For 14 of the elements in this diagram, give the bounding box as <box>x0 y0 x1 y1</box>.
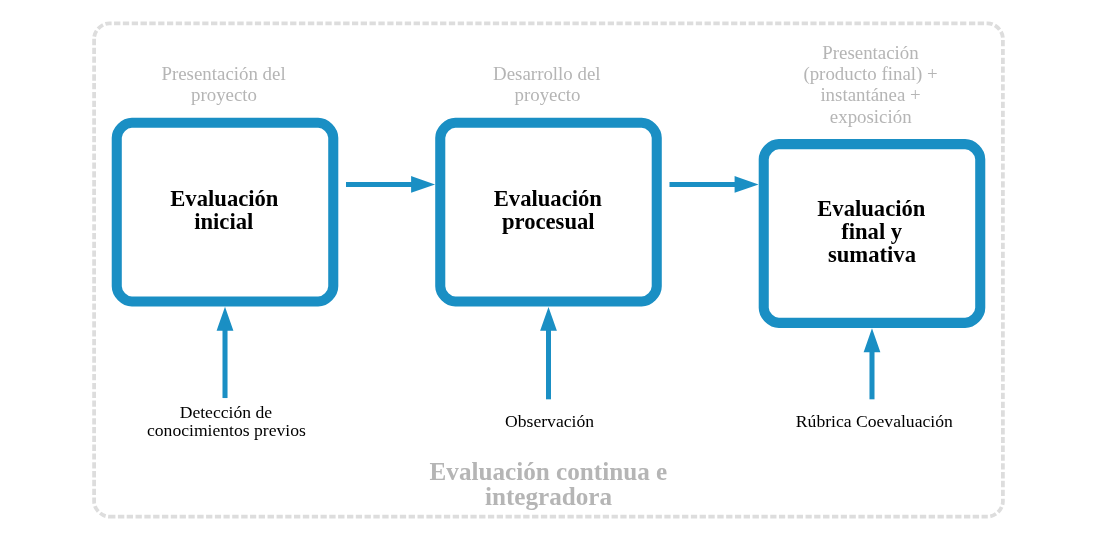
node-label: Presentación (producto final) + instantánea + exposición <box>803 41 938 127</box>
arrow <box>346 176 436 193</box>
arrow <box>669 176 759 193</box>
node-text: Detección de conocimientos previos <box>146 401 306 441</box>
arrow <box>540 306 557 400</box>
node-box: Evaluación procesual <box>435 117 662 307</box>
arrow <box>863 328 881 400</box>
node-label: Desarrollo del proyecto <box>493 62 601 106</box>
node-label: Presentación del proyecto <box>161 62 286 106</box>
arrow <box>216 306 234 399</box>
node-box: Evaluación inicial <box>111 117 339 307</box>
node-box: Evaluación final y sumativa <box>758 139 986 328</box>
node-text: Observación <box>505 410 595 431</box>
node-text: Rúbrica Coevaluación <box>795 410 953 431</box>
